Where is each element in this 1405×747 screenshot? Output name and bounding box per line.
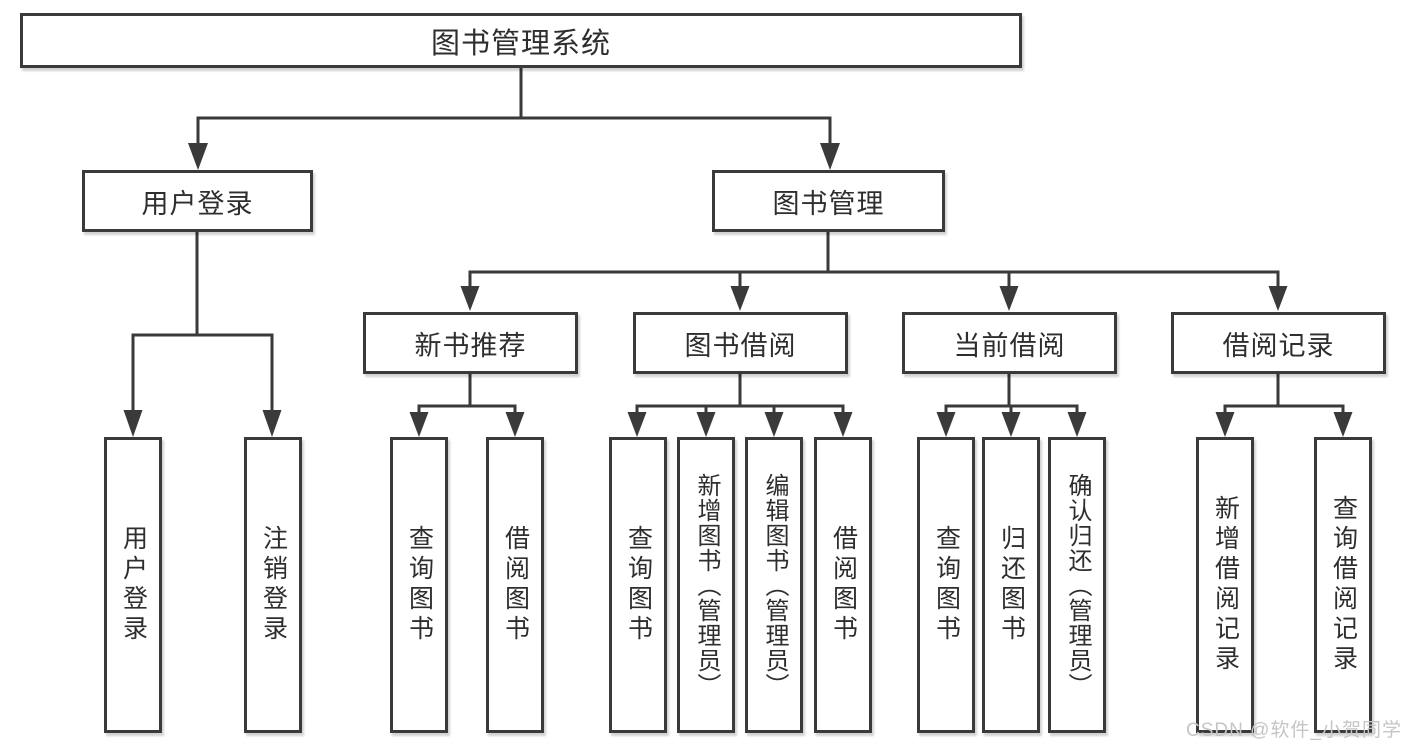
connector-newbook-to-leaves [409, 372, 525, 437]
arrowhead [1001, 412, 1021, 437]
leaf-add-borrow-record-label: 新增借阅记录 [1211, 495, 1240, 675]
node-book-management: 图书管理 [712, 170, 945, 232]
node-new-book-recommend: 新书推荐 [363, 312, 578, 374]
arrowhead [936, 412, 956, 437]
leaf-user-login-label: 用户登录 [119, 525, 148, 645]
arrowhead [123, 410, 143, 437]
node-book-borrow: 图书借阅 [633, 312, 848, 374]
arrowhead [999, 286, 1019, 311]
node-borrow-records: 借阅记录 [1171, 312, 1386, 374]
leaf-return-book-label: 归还图书 [997, 525, 1026, 645]
connector-root-to-level1 [188, 66, 840, 170]
leaf-query-books-borrow-label: 查询图书 [624, 525, 653, 645]
arrowhead [188, 143, 208, 170]
node-book-management-label: 图书管理 [772, 188, 885, 219]
leaf-edit-book-admin: 编辑图书（管理员） [745, 437, 803, 733]
arrowhead [627, 412, 647, 437]
arrowhead [1268, 286, 1288, 311]
node-book-borrow-label: 图书借阅 [684, 330, 797, 361]
leaf-borrow-books-borrow-label: 借阅图书 [829, 525, 858, 645]
leaf-query-books-current-label: 查询图书 [932, 525, 961, 645]
leaf-logout-label: 注销登录 [259, 525, 288, 645]
arrowhead [460, 286, 480, 311]
leaf-user-login: 用户登录 [104, 437, 162, 733]
leaf-return-book: 归还图书 [982, 437, 1040, 733]
arrowhead [1067, 412, 1087, 437]
node-new-book-recommend-label: 新书推荐 [414, 330, 527, 361]
node-current-borrow: 当前借阅 [902, 312, 1117, 374]
leaf-query-books-newbook-label: 查询图书 [405, 525, 434, 645]
arrowhead [833, 412, 853, 437]
leaf-edit-book-admin-label: 编辑图书（管理员） [761, 472, 788, 698]
leaf-logout: 注销登录 [244, 437, 302, 733]
arrowhead [730, 286, 750, 311]
node-root-label: 图书管理系统 [430, 27, 611, 60]
leaf-query-borrow-record: 查询借阅记录 [1314, 437, 1372, 733]
leaf-borrow-books-newbook-label: 借阅图书 [501, 525, 530, 645]
connector-borrow-to-leaves [627, 372, 853, 437]
node-user-login: 用户登录 [82, 170, 313, 232]
connector-current-to-leaves [936, 372, 1087, 437]
leaf-borrow-books-borrow: 借阅图书 [814, 437, 872, 733]
connector-records-to-leaves [1215, 372, 1353, 437]
arrowhead [409, 412, 429, 437]
connector-bookmgr-to-level2 [460, 230, 1288, 311]
leaf-add-book-admin-label: 新增图书（管理员） [693, 472, 720, 698]
arrowhead [764, 412, 784, 437]
arrowhead [262, 410, 282, 437]
node-user-login-label: 用户登录 [141, 188, 254, 219]
csdn-watermark: CSDN @软件_小贺同学 [1186, 720, 1402, 741]
node-root: 图书管理系统 [20, 13, 1022, 68]
leaf-add-book-admin: 新增图书（管理员） [677, 437, 735, 733]
leaf-query-books-newbook: 查询图书 [390, 437, 448, 733]
connector-login-to-leaves [123, 230, 282, 437]
arrowhead [696, 412, 716, 437]
leaf-query-books-current: 查询图书 [917, 437, 975, 733]
leaf-query-books-borrow: 查询图书 [609, 437, 667, 733]
leaf-query-borrow-record-label: 查询借阅记录 [1329, 495, 1358, 675]
leaf-confirm-return-admin: 确认归还（管理员） [1048, 437, 1106, 733]
arrowhead [505, 412, 525, 437]
arrowhead [1333, 412, 1353, 437]
node-borrow-records-label: 借阅记录 [1222, 330, 1335, 361]
arrowhead [820, 143, 840, 170]
arrowhead [1215, 412, 1235, 437]
leaf-confirm-return-admin-label: 确认归还（管理员） [1064, 472, 1091, 698]
node-current-borrow-label: 当前借阅 [953, 330, 1066, 361]
leaf-add-borrow-record: 新增借阅记录 [1196, 437, 1254, 733]
leaf-borrow-books-newbook: 借阅图书 [486, 437, 544, 733]
